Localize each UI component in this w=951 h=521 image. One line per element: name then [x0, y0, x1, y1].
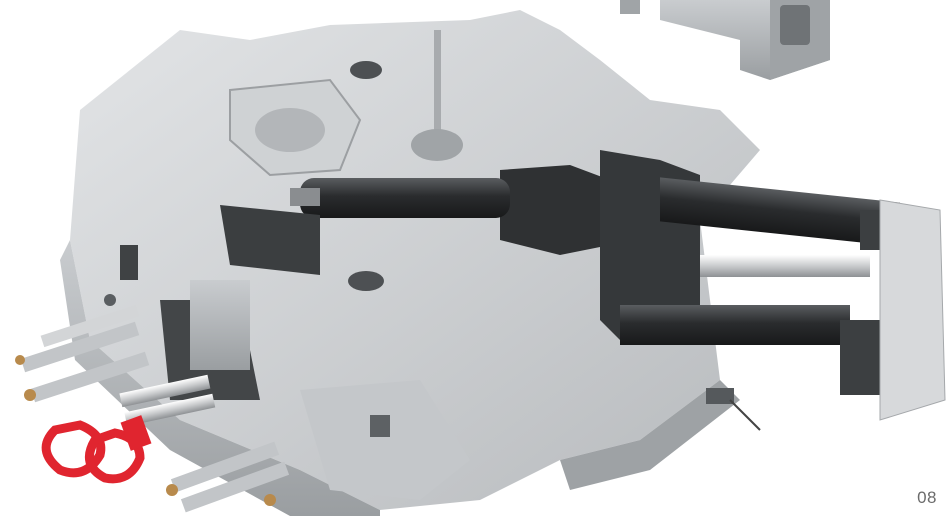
red-lifting-ring-icon [41, 415, 152, 484]
detached-block [620, 0, 830, 80]
cooling-fittings-left [15, 304, 150, 403]
limit-switch [706, 388, 761, 431]
page-number: 08 [917, 488, 937, 507]
hydraulic-cylinder-right [500, 150, 946, 421]
center-cylinder [290, 178, 510, 218]
sprue-pin [411, 30, 463, 161]
core-pull-left [119, 205, 320, 427]
cooling-fittings-bottom [166, 441, 290, 513]
